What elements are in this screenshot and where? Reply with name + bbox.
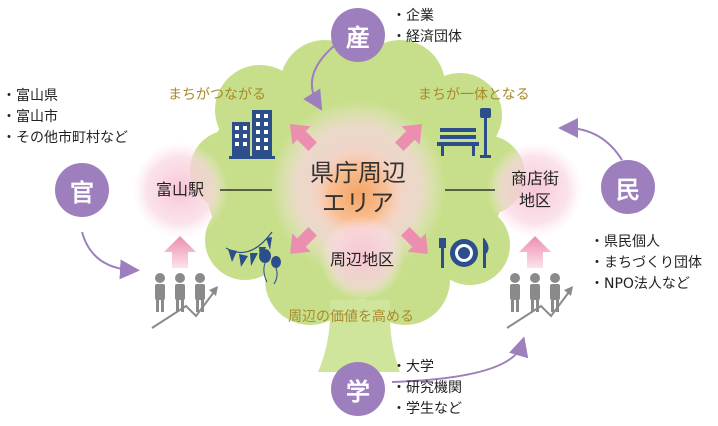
people-growth-icon-left [151,273,218,329]
people-growth-icon-right [506,273,573,329]
pink-arrow-ne [395,124,422,151]
list-item: ・富山県 [2,88,58,104]
arrow-citizens [558,118,623,161]
shopping-district-line2: 地区 [518,191,551,210]
pink-arrow-sw [290,227,317,254]
shopping-glow [487,142,583,238]
tree-trunk [318,300,400,372]
arrow-academia [391,336,529,383]
list-item: ・企業 [392,8,434,24]
list-item: ・学生など [392,401,462,417]
citizens-member-list: ・県民個人 ・まちづくり団体 ・NPO法人など [590,232,702,295]
sector-industry-circle: 産 [331,8,385,62]
list-item: ・富山市 [2,109,58,125]
sector-academia-label: 学 [346,377,370,406]
list-item: ・経済団体 [392,29,462,45]
center-core [306,142,410,246]
arrow-government [81,231,140,280]
pink-arrow-se [401,227,428,254]
center-title-line2: エリア [322,189,394,217]
pink-arrow-nw [290,124,317,151]
park-bench-icon [437,108,491,158]
academia-member-list: ・大学 ・研究機関 ・学生など [392,357,462,420]
up-arrow-left [164,236,196,268]
shopping-district-line1: 商店街 [510,169,559,188]
list-item: ・その他市町村など [2,130,128,146]
dining-plate-icon [439,238,489,268]
industry-member-list: ・企業 ・経済団体 [392,6,462,48]
sector-government-label: 官 [70,178,94,207]
caption-connect: まちがつながる [168,87,266,103]
sector-citizens-label: 民 [616,175,640,204]
node-shopping-district: 商店街 地区 [495,168,575,212]
list-item: ・NPO法人など [590,276,690,292]
center-area-title: 県庁周辺 エリア [298,158,418,218]
list-item: ・研究機関 [392,380,462,396]
arrow-industry [303,44,336,111]
sector-government-circle: 官 [55,163,109,217]
station-glow [132,142,228,238]
bunting-balloons-icon [225,231,281,285]
node-surrounding-district: 周辺地区 [329,250,394,269]
list-item: ・まちづくり団体 [590,255,702,271]
center-title-line1: 県庁周辺 [310,159,406,187]
government-member-list: ・富山県 ・富山市 ・その他市町村など [2,86,128,149]
caption-unite: まちが一体となる [418,87,530,103]
node-toyama-station: 富山駅 [155,180,204,199]
list-item: ・県民個人 [590,234,660,250]
sector-academia-circle: 学 [331,362,385,416]
caption-value: 周辺の価値を高める [288,309,414,325]
list-item: ・大学 [392,359,434,375]
sector-industry-label: 産 [346,23,370,52]
surrounding-glow [320,216,404,300]
building-icon [229,110,275,159]
up-arrow-right [519,236,551,268]
sector-citizens-circle: 民 [601,160,655,214]
